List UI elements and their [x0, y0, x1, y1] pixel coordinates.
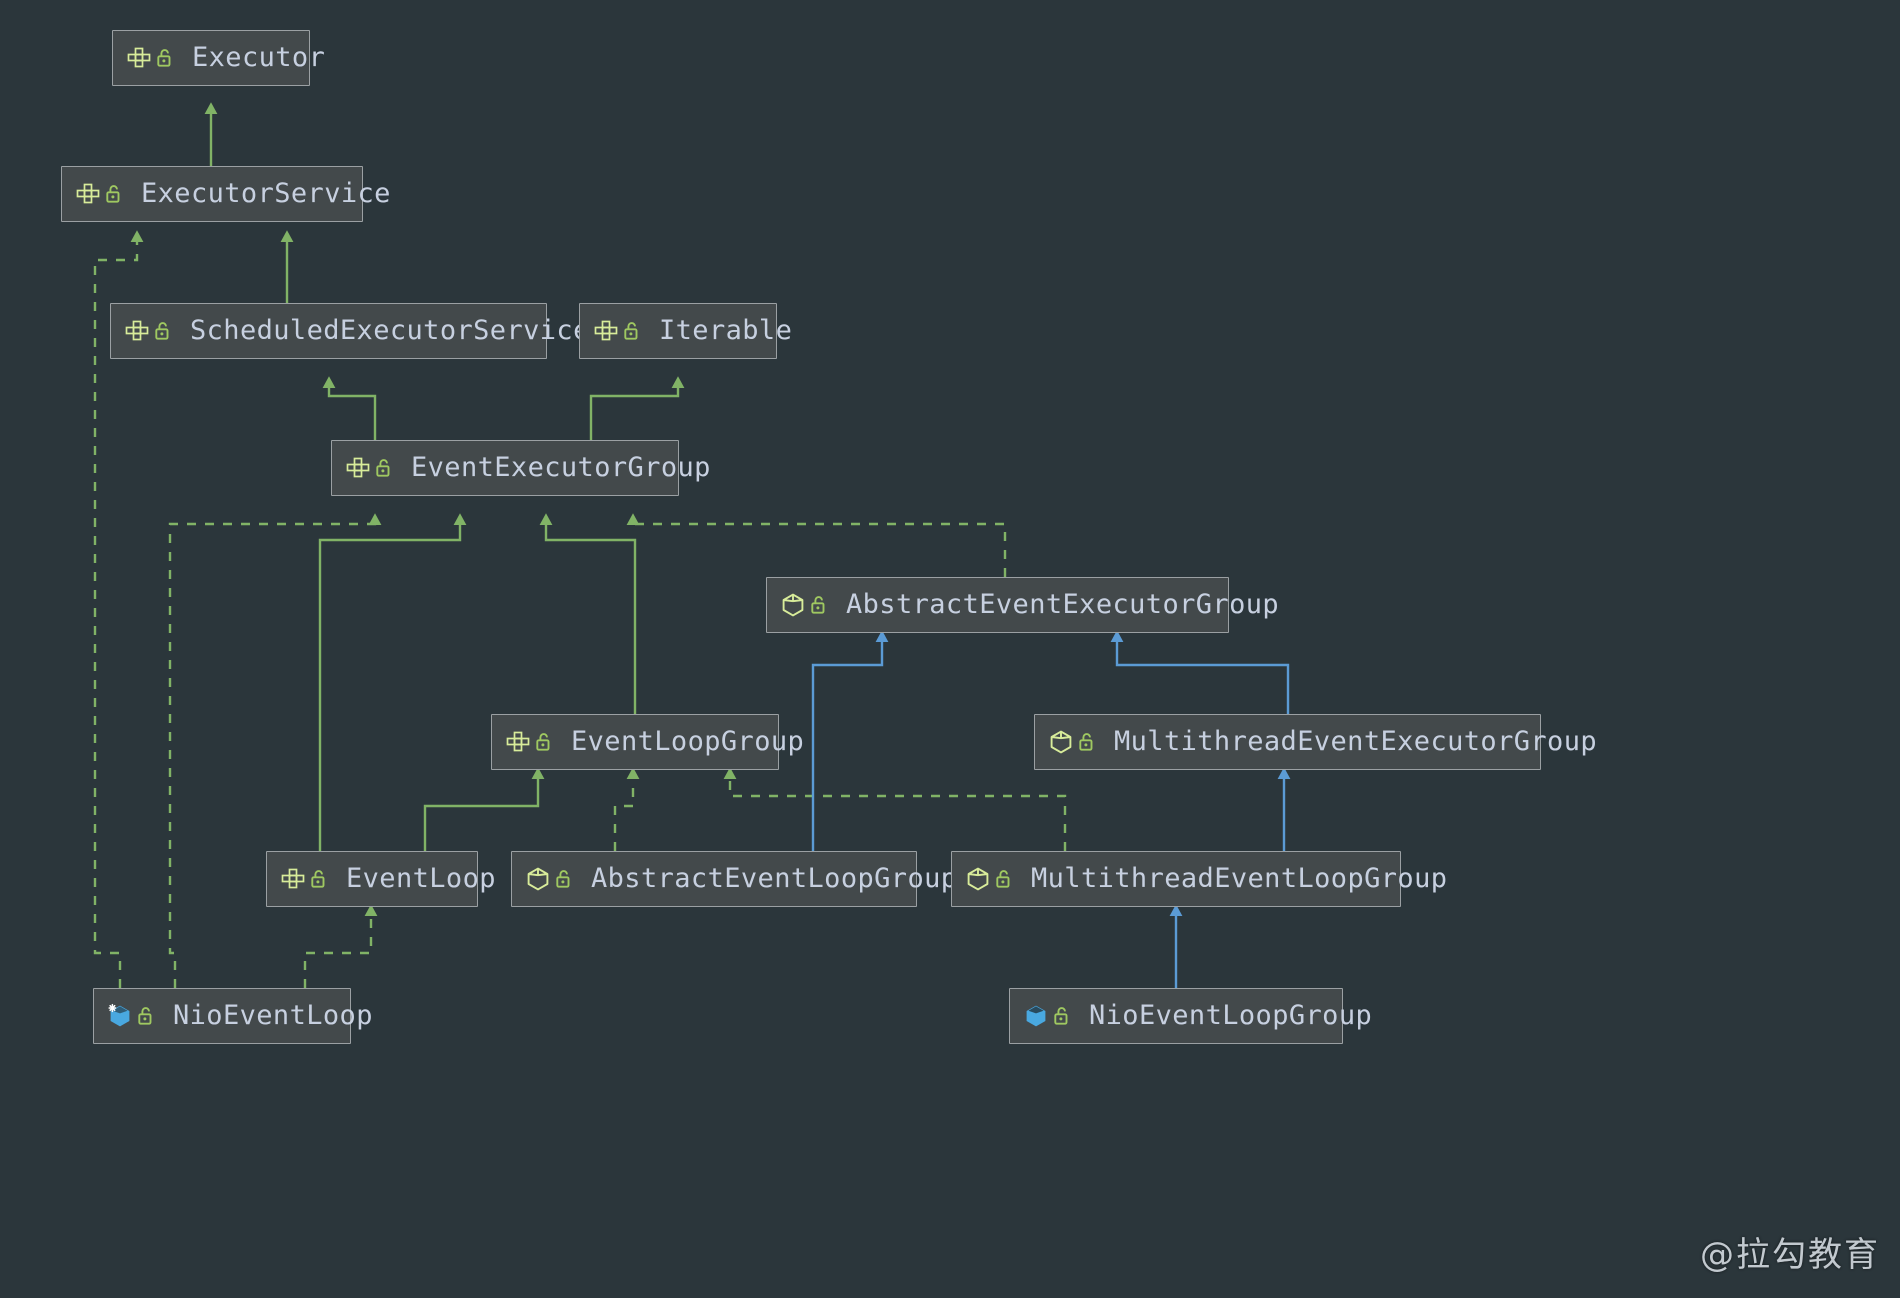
class-node-label: MultithreadEventLoopGroup: [1031, 863, 1448, 894]
abstract-class-icon: [965, 866, 991, 892]
class-node-label: AbstractEventExecutorGroup: [846, 589, 1280, 620]
class-node-label: EventExecutorGroup: [411, 452, 711, 483]
class-node-label: Iterable: [659, 315, 793, 346]
class-node-executor[interactable]: Executor: [112, 30, 325, 86]
edge-eeg-ses: [322, 376, 377, 440]
edge-nel-eeg: [168, 513, 382, 988]
node-icon-group: [505, 729, 554, 755]
node-icon-group: [345, 455, 394, 481]
node-icon-group: [280, 866, 329, 892]
node-icon-group: [525, 866, 574, 892]
unlocked-padlock-icon: [809, 594, 829, 616]
watermark-label: @拉勾教育: [1700, 1235, 1880, 1275]
unlocked-padlock-icon: [374, 457, 394, 479]
class-node-event-loop[interactable]: EventLoop: [266, 851, 496, 907]
class-node-label: NioEventLoop: [173, 1000, 373, 1031]
class-icon: [1023, 1003, 1049, 1029]
edge-mteeg-aeeg: [1110, 630, 1290, 714]
unlocked-padlock-icon: [136, 1005, 156, 1027]
abstract-class-icon: [780, 592, 806, 618]
abstract-class-icon: [525, 866, 551, 892]
class-node-abstract-event-executor-group[interactable]: AbstractEventExecutorGroup: [766, 577, 1279, 633]
interface-icon: [75, 181, 101, 207]
node-icon-group: [107, 1003, 156, 1029]
final-class-icon: [107, 1003, 133, 1029]
unlocked-padlock-icon: [1052, 1005, 1072, 1027]
node-icon-group: [75, 181, 124, 207]
unlocked-padlock-icon: [155, 47, 175, 69]
interface-icon: [345, 455, 371, 481]
node-icon-group: [1023, 1003, 1072, 1029]
unlocked-padlock-icon: [104, 183, 124, 205]
class-node-label: EventLoopGroup: [571, 726, 805, 757]
edge-el-elg: [423, 767, 545, 851]
interface-icon: [124, 318, 150, 344]
edge-aeeg-eeg: [626, 513, 1007, 577]
class-node-nio-event-loop-group[interactable]: NioEventLoopGroup: [1009, 988, 1372, 1044]
class-node-event-loop-group[interactable]: EventLoopGroup: [491, 714, 804, 770]
interface-icon: [280, 866, 306, 892]
unlocked-padlock-icon: [1077, 731, 1097, 753]
unlocked-padlock-icon: [309, 868, 329, 890]
class-node-scheduled-executor-service[interactable]: ScheduledExecutorService: [110, 303, 589, 359]
edge-eeg-iterable: [589, 376, 685, 440]
node-icon-group: [593, 318, 642, 344]
class-node-label: ScheduledExecutorService: [190, 315, 590, 346]
class-node-label: AbstractEventLoopGroup: [591, 863, 958, 894]
class-node-label: NioEventLoopGroup: [1089, 1000, 1373, 1031]
interface-icon: [126, 45, 152, 71]
node-icon-group: [126, 45, 175, 71]
interface-icon: [593, 318, 619, 344]
edge-aelg-aeeg: [811, 630, 889, 851]
edge-elg-eeg: [539, 513, 637, 714]
unlocked-padlock-icon: [554, 868, 574, 890]
edge-nel-el: [303, 904, 378, 988]
node-icon-group: [780, 592, 829, 618]
class-node-event-executor-group[interactable]: EventExecutorGroup: [331, 440, 710, 496]
edge-aelg-elg: [613, 767, 640, 851]
class-node-multithread-event-loop-group[interactable]: MultithreadEventLoopGroup: [951, 851, 1447, 907]
edge-el-eeg: [318, 513, 467, 851]
abstract-class-icon: [1048, 729, 1074, 755]
node-icon-group: [1048, 729, 1097, 755]
edge-group-blue-solid: [811, 630, 1291, 988]
class-node-nio-event-loop[interactable]: NioEventLoop: [93, 988, 372, 1044]
class-node-label: Executor: [192, 42, 326, 73]
class-node-executor-service[interactable]: ExecutorService: [61, 166, 390, 222]
class-node-label: ExecutorService: [141, 178, 391, 209]
edge-mtelg-elg: [723, 767, 1067, 851]
unlocked-padlock-icon: [994, 868, 1014, 890]
class-node-label: MultithreadEventExecutorGroup: [1114, 726, 1598, 757]
class-node-label: EventLoop: [346, 863, 496, 894]
node-icon-group: [124, 318, 173, 344]
unlocked-padlock-icon: [153, 320, 173, 342]
node-icon-group: [965, 866, 1014, 892]
unlocked-padlock-icon: [622, 320, 642, 342]
class-node-abstract-event-loop-group[interactable]: AbstractEventLoopGroup: [511, 851, 957, 907]
class-node-multithread-event-executor-group[interactable]: MultithreadEventExecutorGroup: [1034, 714, 1597, 770]
class-node-iterable[interactable]: Iterable: [579, 303, 792, 359]
interface-icon: [505, 729, 531, 755]
unlocked-padlock-icon: [534, 731, 554, 753]
